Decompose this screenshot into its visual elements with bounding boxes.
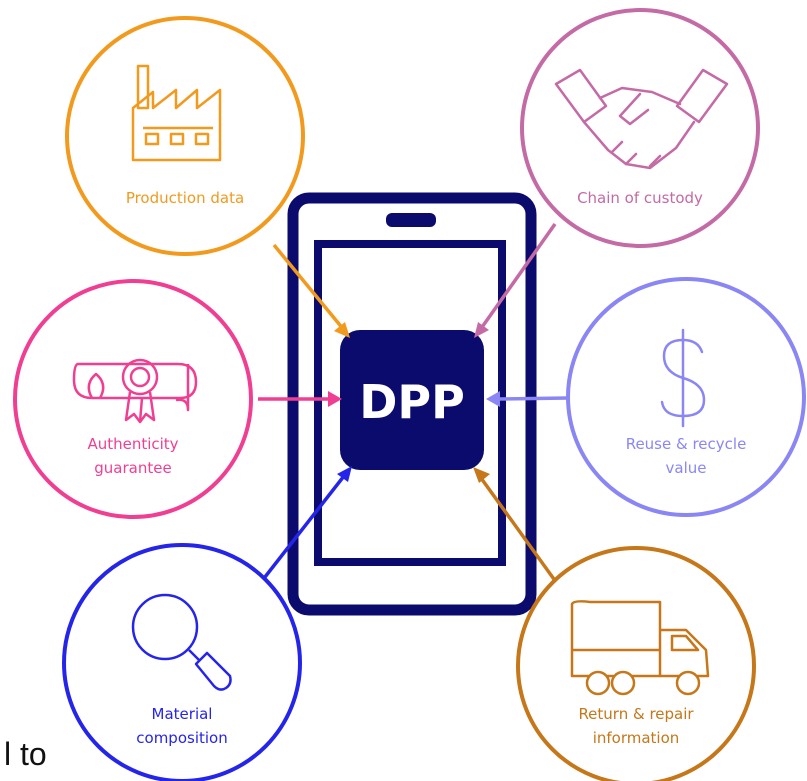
truck-icon — [570, 600, 710, 696]
certificate-icon — [72, 358, 198, 424]
node-return-repair-information: Return & repair information — [516, 546, 756, 781]
arrows — [258, 222, 569, 584]
node-production-data: Production data — [65, 16, 305, 256]
caption-authenticity-0: Authenticity — [87, 435, 178, 453]
caption-reuse-1: value — [666, 459, 707, 477]
dpp-box: DPP — [340, 330, 484, 470]
phone-screen — [314, 240, 506, 566]
arrow-custody — [478, 222, 557, 332]
phone-body — [287, 192, 537, 616]
node-material-composition: Material composition — [62, 543, 302, 781]
caption-return-0: Return & repair — [578, 705, 694, 723]
arrow-production — [272, 243, 346, 332]
node-reuse-recycle-value: Reuse & recycle value — [566, 277, 806, 517]
caption-return-1: information — [593, 729, 680, 747]
arrow-reuse — [497, 396, 569, 401]
dpp-box-bg — [340, 330, 484, 470]
stray-text-fragment: l to — [4, 736, 47, 772]
node-authenticity-guarantee: Authenticity guarantee — [13, 279, 253, 519]
caption-material-1: composition — [136, 729, 227, 747]
caption-material-0: Material — [152, 705, 213, 723]
arrow-return — [479, 476, 558, 584]
phone-speaker — [386, 213, 436, 227]
caption-authenticity-1: guarantee — [94, 459, 171, 477]
dpp-label: DPP — [359, 375, 465, 429]
arrow-material — [263, 474, 346, 579]
caption-custody-0: Chain of custody — [577, 189, 703, 207]
magnifier-icon — [131, 593, 232, 691]
caption-reuse-0: Reuse & recycle — [626, 435, 747, 453]
node-chain-of-custody: Chain of custody — [520, 8, 760, 248]
handshake-icon — [554, 68, 729, 170]
phone-outline — [287, 192, 537, 616]
dollar-icon — [660, 328, 706, 428]
factory-icon — [131, 64, 222, 162]
caption-production-0: Production data — [126, 189, 244, 207]
